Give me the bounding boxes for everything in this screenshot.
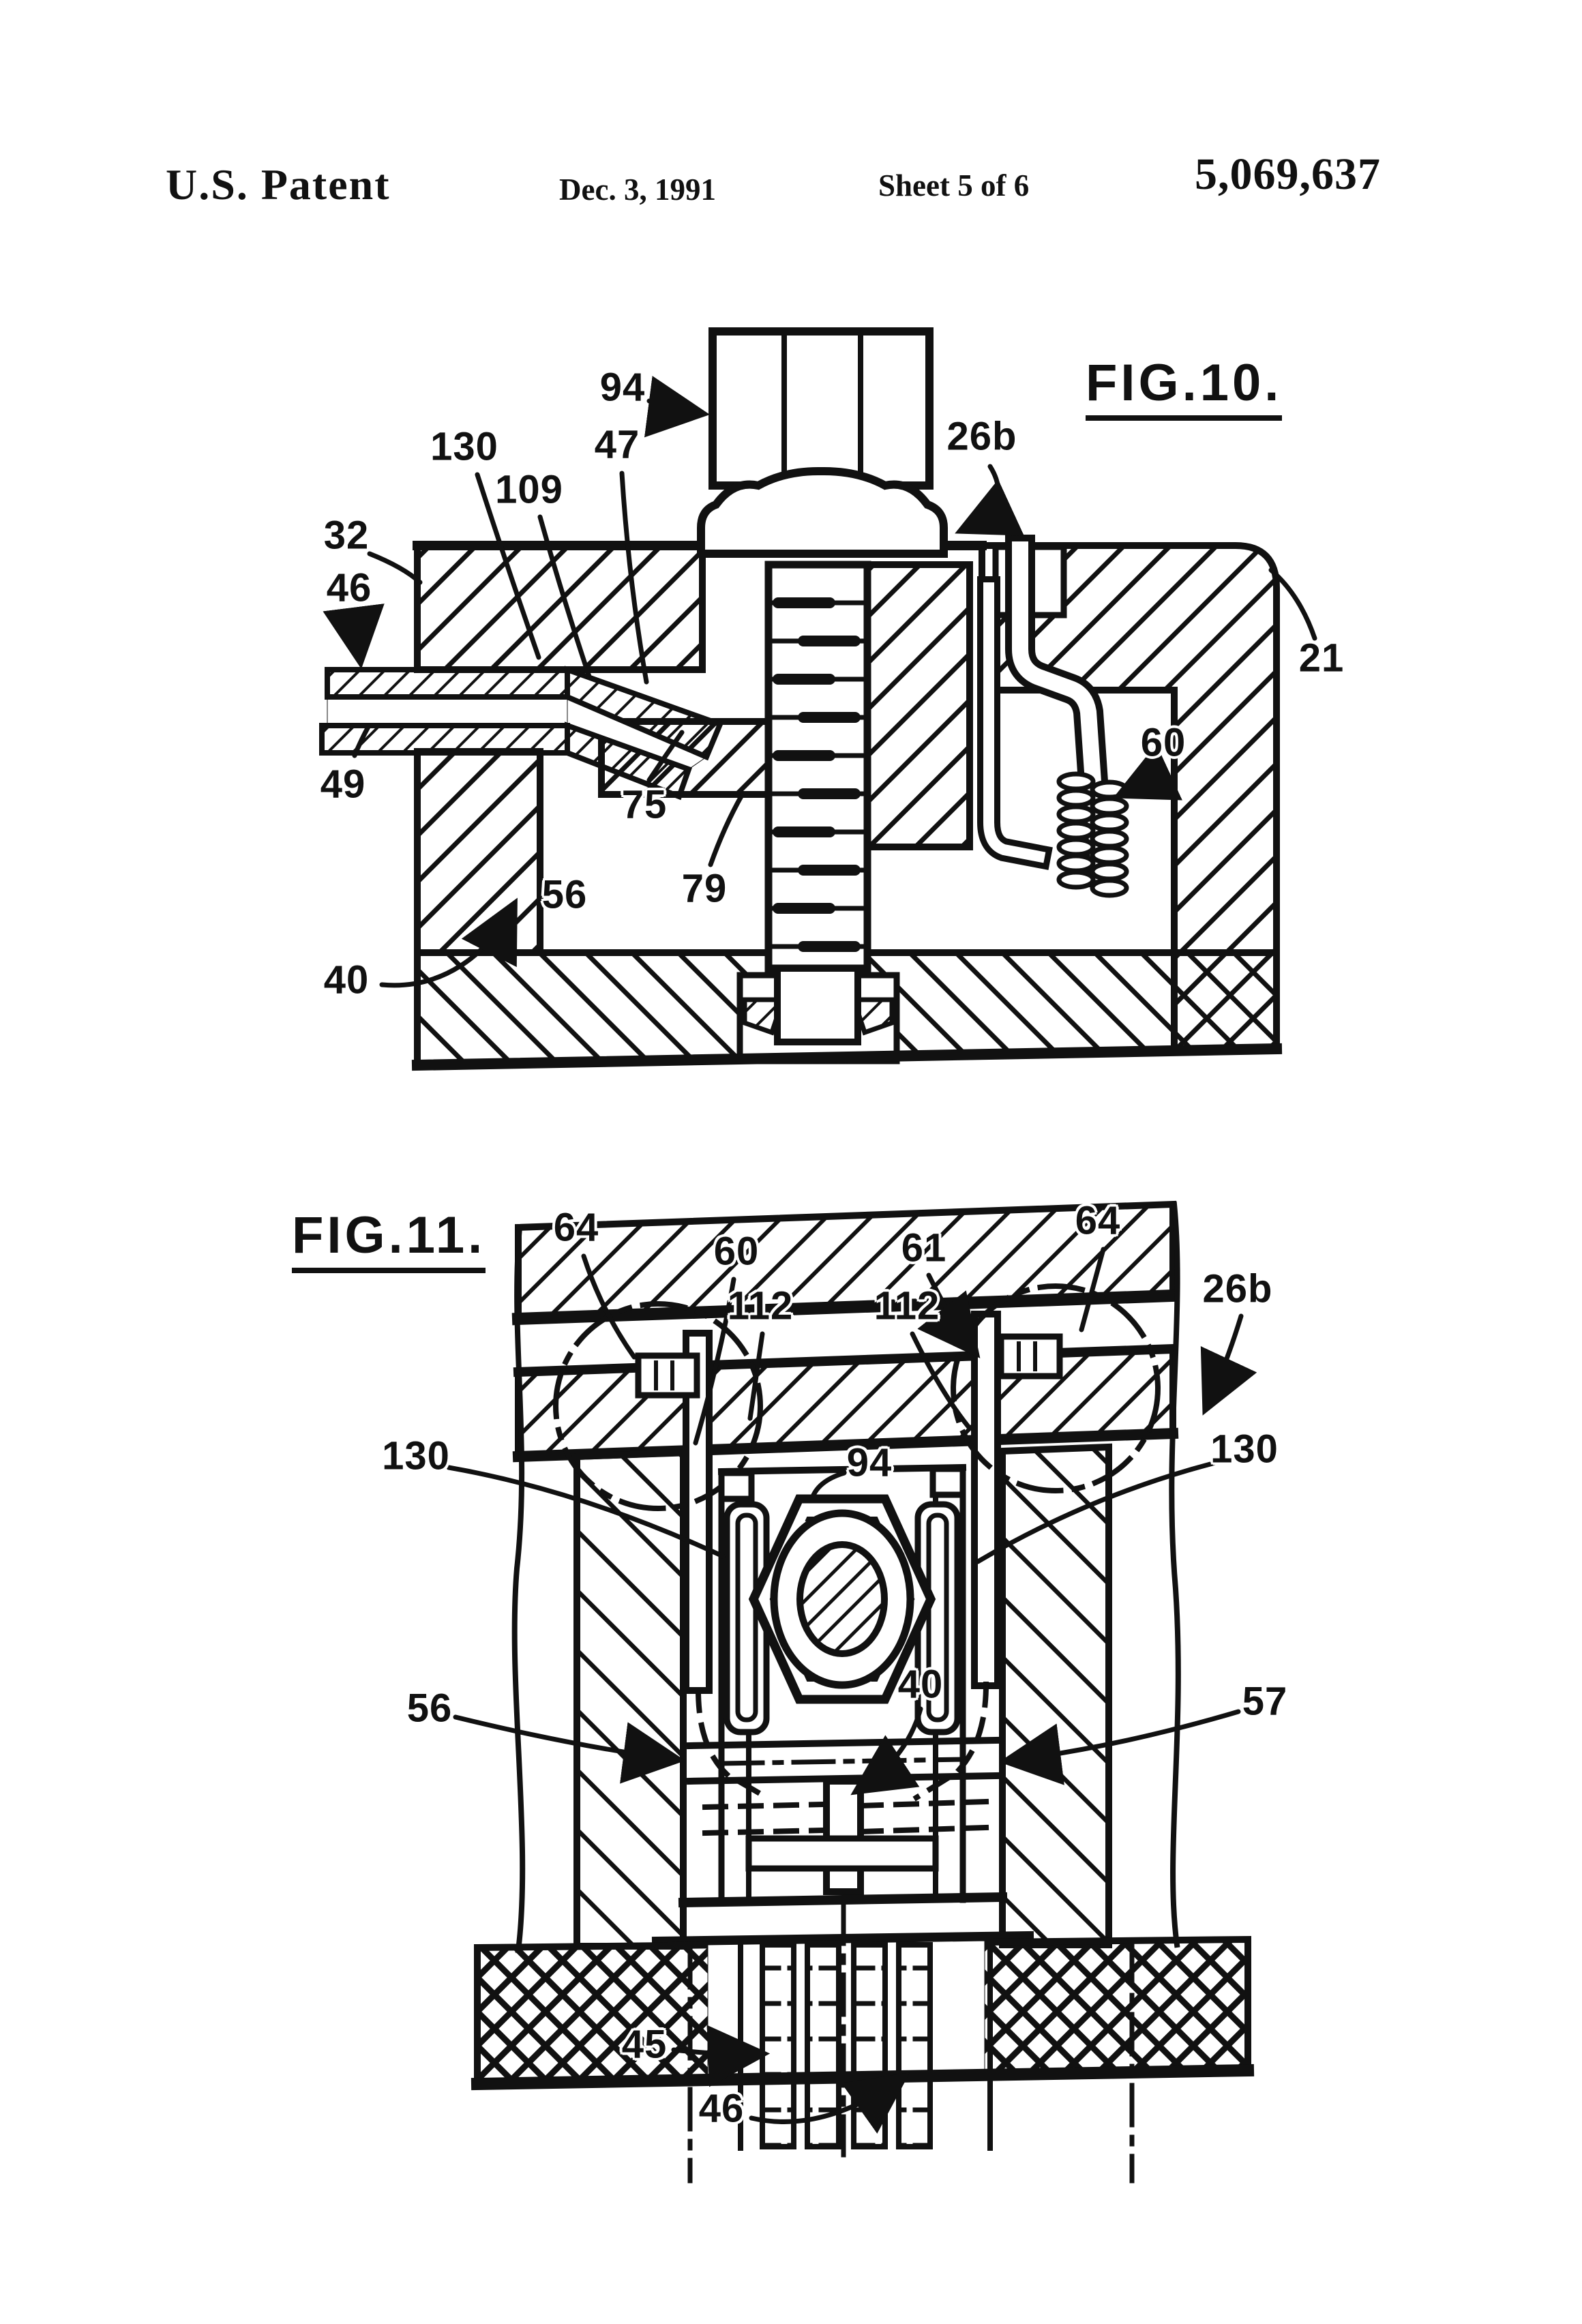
fig11-title: FIG.11. xyxy=(292,1206,486,1273)
detail-circle-right xyxy=(951,1283,1161,1493)
leader-fig10-46 xyxy=(323,604,385,670)
fig10-drawing xyxy=(319,327,1283,1071)
leader-fig10-32 xyxy=(367,551,423,585)
leader-fig11-130 xyxy=(446,1465,726,1559)
leader-fig11-112 xyxy=(747,1331,765,1421)
leader-fig10-26b xyxy=(955,464,1024,536)
patent-header-title: U.S. Patent xyxy=(166,160,391,209)
cap-nut xyxy=(697,466,948,558)
leader-fig11-57 xyxy=(998,1709,1241,1785)
cup-walls xyxy=(717,1463,967,1906)
bolt-shaft xyxy=(708,327,934,490)
leader-fig10-40 xyxy=(379,897,518,988)
leader-fig10-130 xyxy=(475,472,541,660)
lead-wires xyxy=(683,1311,1001,1694)
threaded-stud xyxy=(764,561,871,1045)
leader-fig11-45 xyxy=(671,2025,771,2087)
terminal-wire xyxy=(977,535,1116,888)
leader-fig10-75 xyxy=(646,730,685,783)
connector-tab-left xyxy=(635,1352,700,1399)
leader-fig11-130 xyxy=(975,1459,1221,1564)
leader-fig11-26b xyxy=(1200,1313,1257,1416)
patent-header-sheet: Sheet 5 of 6 xyxy=(878,168,1030,203)
patent-header-date: Dec. 3, 1991 xyxy=(559,173,716,207)
leader-fig10-109 xyxy=(537,514,592,679)
leader-fig11-40 xyxy=(850,1706,923,1796)
side-wall-left xyxy=(573,1448,687,1950)
base-plate-40 xyxy=(651,1681,1034,1946)
leader-fig10-60 xyxy=(1113,743,1182,801)
leader-fig11-61 xyxy=(917,1272,981,1358)
leader-fig11-112 xyxy=(910,1331,971,1429)
leader-fig11-60 xyxy=(693,1277,736,1446)
leader-fig10-21 xyxy=(1268,567,1317,641)
leader-fig11-46 xyxy=(749,2072,910,2134)
leader-fig10-79 xyxy=(708,792,745,867)
leader-fig11-94 xyxy=(809,1470,847,1503)
plate-band-26b xyxy=(512,1343,1179,1463)
center-lines xyxy=(687,1901,1135,2184)
fig10-title: FIG.10. xyxy=(1086,353,1283,421)
coil-spring xyxy=(1056,771,1129,898)
leader-fig11-56 xyxy=(453,1714,686,1784)
fig11-drawing xyxy=(471,1200,1255,2184)
upper-wall-band xyxy=(511,1200,1180,1326)
detail-circle-left xyxy=(553,1301,763,1511)
leader-fig11-64 xyxy=(1079,1247,1106,1332)
break-line-left xyxy=(511,1224,526,1954)
leader-fig10-47 xyxy=(619,471,649,685)
break-line-right xyxy=(1169,1201,1181,1948)
connector-tab-right xyxy=(998,1333,1063,1380)
hex-nut xyxy=(748,1494,936,1704)
leader-lines xyxy=(323,376,1317,2134)
leader-fig11-64 xyxy=(581,1253,637,1360)
leader-fig10-94 xyxy=(644,376,711,438)
leader-fig10-49 xyxy=(352,724,371,758)
patent-header-number: 5,069,637 xyxy=(1195,149,1381,199)
